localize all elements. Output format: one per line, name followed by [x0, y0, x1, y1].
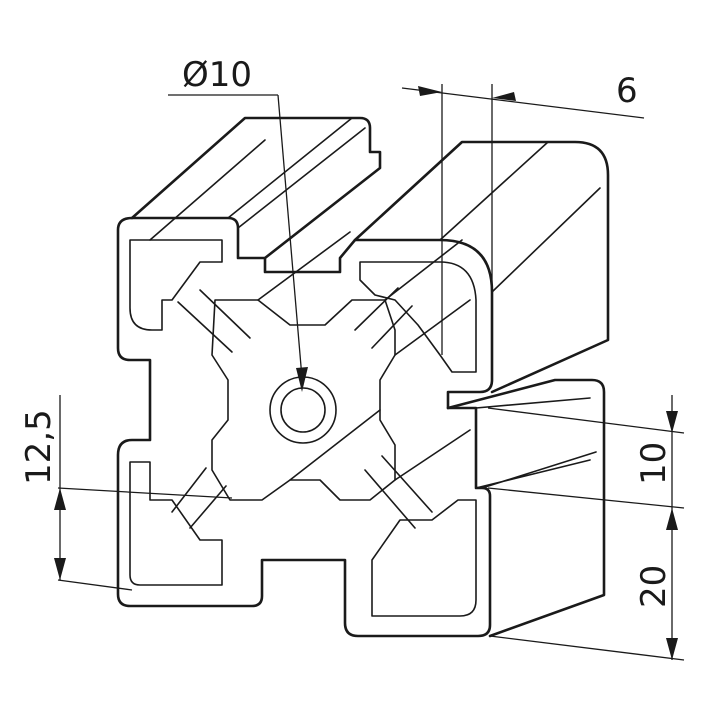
- web-bottom-left: [171, 467, 227, 529]
- extrusion-depth: [130, 116, 610, 638]
- profile-cross-section: [116, 216, 494, 638]
- slot-cavity-bottom-right: [371, 499, 477, 617]
- slot-spacing-label: 10: [634, 442, 674, 485]
- extrusion-edge-right-lower: [446, 378, 606, 638]
- extrusion-line-top-left: [149, 117, 366, 241]
- dimension-offset-height: 12,5: [19, 395, 233, 591]
- core-depth-lines: [257, 231, 471, 481]
- web-top-left: [177, 289, 251, 353]
- extrusion-edge-top-left: [130, 116, 382, 260]
- slot-cavity-top-right: [359, 261, 477, 373]
- extrusion-line-right-lower: [475, 397, 597, 489]
- slot-cavity-top-left: [129, 239, 223, 331]
- offset-height-label: 12,5: [19, 409, 59, 485]
- web-bottom-right: [364, 455, 433, 529]
- dimension-slot-spacing: 10: [487, 395, 685, 509]
- slot-cavity-bottom-left: [129, 461, 223, 586]
- extrusion-line-top-right: [439, 141, 601, 293]
- diameter-label: Ø10: [182, 55, 252, 95]
- dimension-slot-width: 6: [401, 71, 645, 355]
- profile-outline: [116, 216, 494, 638]
- slot-width-label: 6: [616, 71, 638, 111]
- extrusion-edge-top-right: [353, 140, 610, 394]
- center-bore-inner: [280, 387, 326, 433]
- half-profile-label: 20: [634, 565, 674, 608]
- dimension-half-profile: 20: [489, 508, 685, 661]
- dimension-diameter: Ø10: [168, 55, 308, 392]
